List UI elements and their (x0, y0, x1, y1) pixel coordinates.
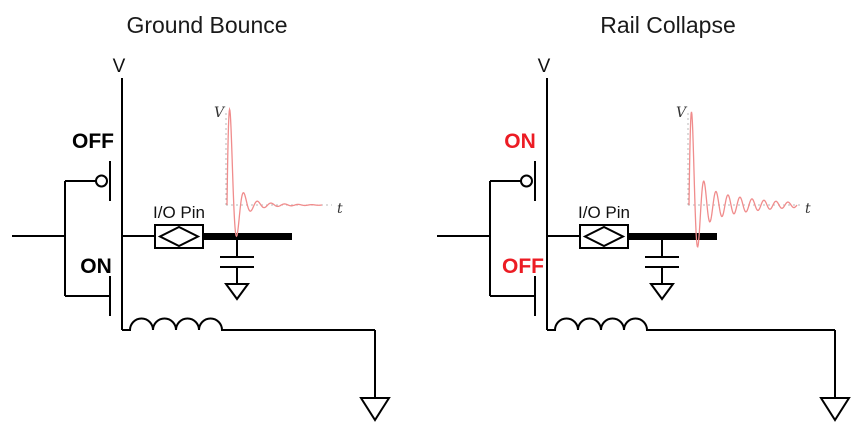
io-pin-label: I/O Pin (153, 203, 205, 222)
diagram-title: Rail Collapse (600, 12, 736, 38)
plot-x-axis-label: t (805, 201, 811, 217)
ringing-waveform-plot: V t (214, 105, 343, 238)
ringing-waveform (688, 111, 798, 249)
plot-y-axis-label: V (214, 105, 226, 121)
ground-bounce-diagram: Ground Bounce V OFF ON I/O Pin V t (12, 12, 390, 421)
nmos-state-label: OFF (502, 255, 544, 278)
rail-collapse-diagram: Rail Collapse V ON OFF I/O Pin V t (437, 12, 850, 421)
ground-symbol (360, 397, 390, 421)
plot-x-axis-label: t (337, 201, 343, 217)
pmos-state-label: OFF (72, 130, 114, 153)
diagram-title: Ground Bounce (126, 12, 287, 38)
pmos-state-label: ON (504, 130, 536, 153)
nmos-state-label: ON (80, 255, 112, 278)
ground-symbol (820, 397, 850, 421)
io-pin-label: I/O Pin (578, 203, 630, 222)
supply-voltage-label: V (113, 56, 126, 77)
ringing-waveform-plot: V t (676, 105, 811, 249)
plot-y-axis-label: V (676, 105, 688, 121)
supply-voltage-label: V (538, 56, 551, 77)
ringing-waveform (226, 106, 323, 238)
